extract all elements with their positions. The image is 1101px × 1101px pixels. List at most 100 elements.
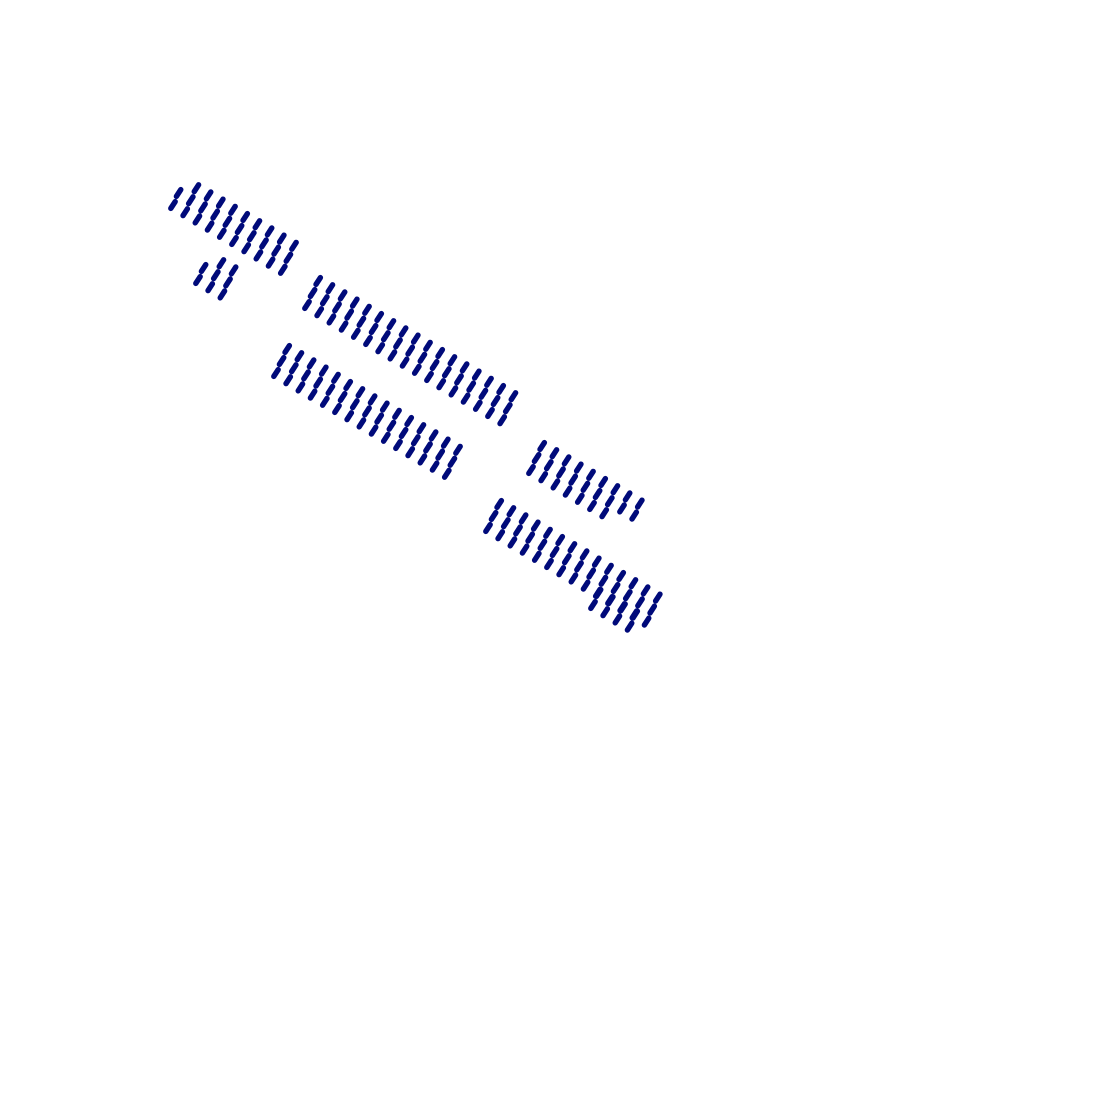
dot-mark [343,378,354,392]
dot-mark [508,390,519,403]
dot-mark [241,242,252,255]
dot-mark [356,417,367,430]
dot-mark [441,366,452,379]
dot-mark [318,364,329,377]
dot-mark [600,606,611,619]
dot-mark [447,455,458,468]
dot-mark [325,282,336,295]
dot-mark [216,257,227,270]
dot-mark [634,497,645,510]
dot-mark [647,603,658,616]
dot-mark [168,198,178,212]
dot-mark [283,374,294,387]
dot-mark [604,562,614,575]
dot-mark [210,208,221,221]
dot-mark [604,495,615,508]
dot-mark [641,615,652,628]
dot-mark [326,313,337,326]
dot-mark [460,392,471,405]
dot-mark [410,332,421,345]
dot-mark [543,459,554,472]
dot-block-7 [588,586,641,633]
dot-mark [264,225,275,238]
dot-mark [453,443,463,456]
dot-mark [490,394,501,408]
dot-mark [332,301,342,314]
dot-mark [198,261,209,275]
dot-mark [313,376,324,389]
dot-mark [283,251,294,264]
dot-mark [586,468,596,481]
dot-mark [234,222,245,236]
dot-mark [586,567,597,580]
dot-layer [168,182,663,633]
dot-mark [435,448,446,461]
dot-mark [380,431,391,444]
dot-mark [379,400,390,413]
dot-mark [223,276,233,289]
dot-mark [635,596,645,609]
dot-mark [344,308,355,321]
dot-block-4 [271,342,463,480]
dot-mark [526,463,536,477]
dot-mark [478,387,489,400]
dot-mark [240,210,251,224]
dot-mark [319,294,330,307]
dot-mark [495,529,506,542]
dot-mark [436,378,447,391]
dot-mark [367,393,378,406]
dot-mark [652,591,663,604]
dot-mark [429,358,440,372]
dot-mark [302,298,312,312]
dot-mark [424,370,434,384]
dot-mark [484,375,494,388]
dot-mark [466,380,477,393]
dot-mark [337,289,348,302]
dot-mark [568,572,579,585]
dot-mark [588,598,598,612]
dot-mark [550,478,561,491]
dot-mark [531,550,542,563]
dot-mark [537,538,548,551]
dot-mark [192,213,203,226]
dot-mark [374,412,385,425]
dot-mark [228,264,239,277]
dot-mark [374,310,385,324]
dot-mark [429,460,440,473]
dot-mark [331,371,341,384]
dot-mark [193,273,203,287]
dot-mark [496,382,507,396]
dot-mark [301,369,311,382]
dot-mark [386,318,397,331]
dot-mark [289,239,299,252]
dot-mark [556,466,566,479]
dot-mark [629,509,640,522]
dot-mark [173,186,184,200]
dot-mark [362,303,372,316]
dot-mark [549,447,560,460]
dot-mark [398,426,409,440]
dot-mark [617,502,627,515]
dot-mark [530,519,541,532]
dot-mark [294,350,305,363]
dot-mark [392,407,402,420]
dot-mark [229,234,239,248]
dot-mark [363,334,373,348]
dot-mark [338,320,349,333]
dot-mark [332,402,342,416]
dot-mark [282,342,293,356]
dot-mark [216,227,227,240]
dot-mark [441,467,452,480]
dot-mark [622,589,633,602]
dot-mark [295,381,306,394]
dot-mark [314,306,325,319]
dot-mark [217,288,228,301]
dot-mark [519,543,530,556]
dot-mark [500,517,511,530]
dot-mark [344,410,355,423]
dot-mark [610,483,621,496]
dot-mark [574,492,585,505]
dot-mark [368,424,379,437]
